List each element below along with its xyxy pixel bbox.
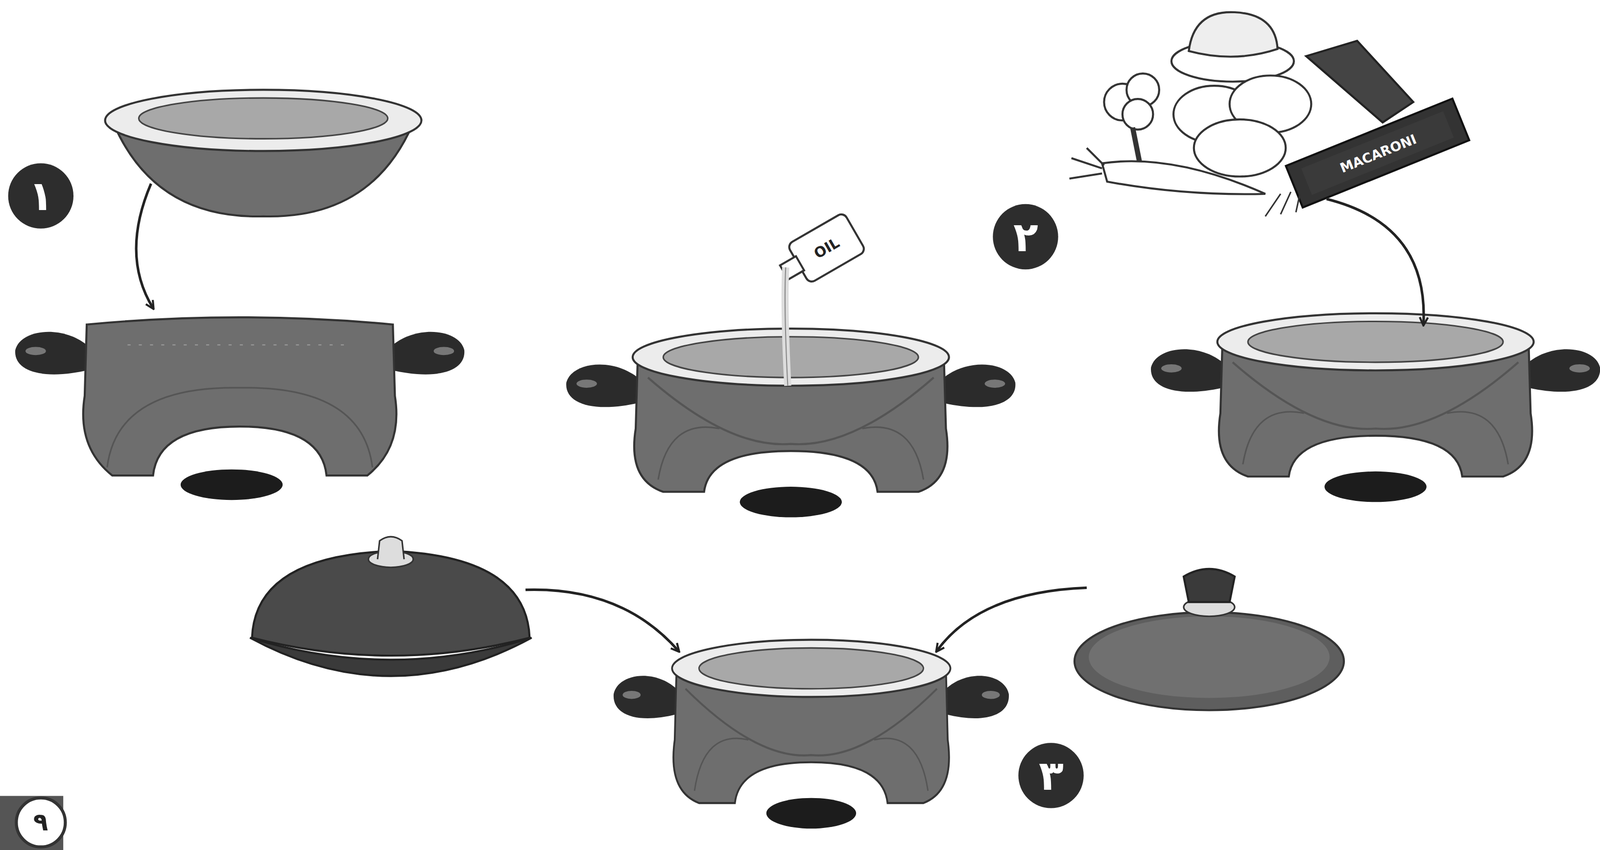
callout-number: ۲ [1013, 216, 1039, 258]
callout-number: ۳ [1038, 755, 1064, 796]
page-number: ۹ [33, 810, 49, 836]
callout-number: ۱ [28, 175, 54, 216]
